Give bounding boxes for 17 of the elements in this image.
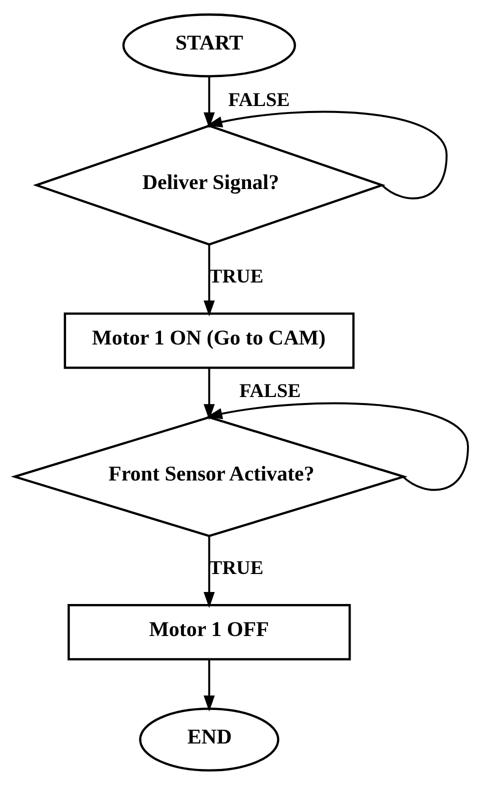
arrow (203, 659, 214, 712)
edge-label: TRUE (208, 558, 263, 580)
node-ellipse: START (122, 13, 296, 78)
node-ellipse: END (138, 708, 279, 772)
arrow (203, 76, 214, 128)
node-diamond: Deliver Signal? (32, 124, 385, 246)
arrow (203, 244, 214, 316)
arrow (203, 368, 214, 420)
node-box: Motor 1 ON (Go to CAM) (63, 312, 354, 369)
edge-label: FALSE (228, 90, 290, 111)
edge-label: TRUE (208, 266, 263, 288)
arrow (203, 536, 214, 608)
edge-label: FALSE (238, 381, 300, 402)
node-diamond: Front Sensor Activate? (10, 416, 408, 538)
arrow (206, 110, 448, 200)
node-box: Motor 1 OFF (67, 604, 350, 660)
arrow (206, 402, 468, 491)
